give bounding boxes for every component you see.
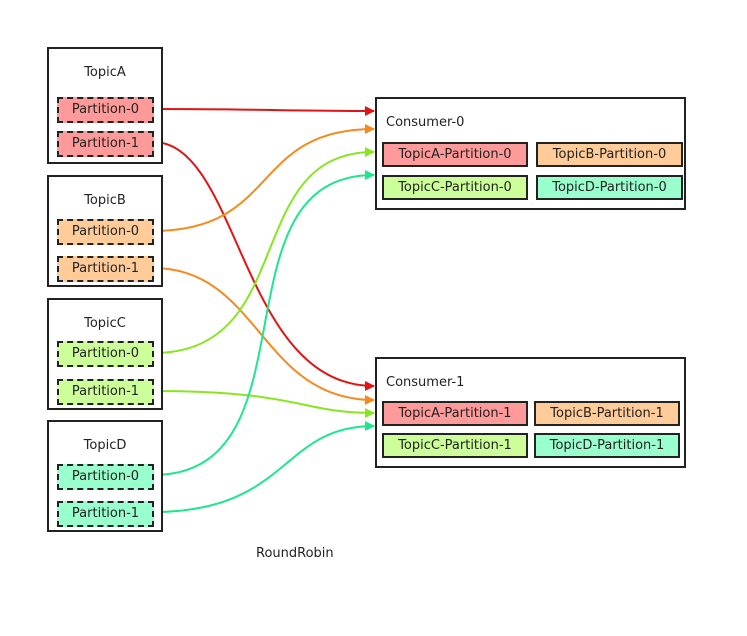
partition-box: Partition-1	[57, 256, 154, 282]
topic-box-d: TopicD Partition-0 Partition-1	[47, 420, 163, 532]
topic-box-c: TopicC Partition-0 Partition-1	[47, 298, 163, 410]
assignment-box: TopicC-Partition-0	[382, 175, 528, 200]
assignment-box: TopicB-Partition-0	[536, 142, 683, 167]
diagram-caption: RoundRobin	[256, 546, 334, 561]
topic-title: TopicC	[84, 316, 126, 331]
edge-topicd-p1-consumer-1	[152, 421, 375, 513]
assignment-box: TopicA-Partition-1	[382, 401, 528, 426]
topic-title: TopicB	[84, 193, 126, 208]
edge-topicd-p0-consumer-0	[152, 170, 375, 476]
topic-box-a: TopicA Partition-0 Partition-1	[47, 47, 163, 164]
topic-title: TopicA	[84, 65, 126, 80]
topic-box-b: TopicB Partition-0 Partition-1	[47, 175, 163, 287]
assignment-box: TopicA-Partition-0	[382, 142, 528, 167]
consumer-title: Consumer-1	[386, 375, 465, 390]
partition-box: Partition-0	[57, 219, 154, 245]
assignment-box: TopicB-Partition-1	[534, 401, 680, 426]
partition-box: Partition-1	[57, 379, 154, 405]
assignment-box: TopicD-Partition-1	[534, 433, 680, 458]
edge-topica-p0-consumer-0	[152, 105, 375, 116]
edge-topicc-p1-consumer-1	[152, 390, 375, 418]
edge-topicc-p0-consumer-0	[152, 147, 375, 354]
partition-box: Partition-1	[57, 131, 154, 157]
partition-box: Partition-1	[57, 501, 154, 527]
assignment-box: TopicC-Partition-1	[382, 433, 528, 458]
topic-title: TopicD	[83, 438, 127, 453]
partition-box: Partition-0	[57, 341, 154, 367]
partition-box: Partition-0	[57, 464, 154, 490]
consumer-box-1: Consumer-1 TopicA-Partition-1 TopicB-Par…	[375, 357, 686, 468]
edge-topicb-p0-consumer-0	[152, 124, 375, 232]
assignment-box: TopicD-Partition-0	[536, 175, 683, 200]
edge-topica-p1-consumer-1	[152, 141, 375, 391]
edge-topicb-p1-consumer-1	[152, 267, 375, 405]
partition-box: Partition-0	[57, 97, 154, 123]
consumer-box-0: Consumer-0 TopicA-Partition-0 TopicB-Par…	[375, 97, 686, 210]
consumer-title: Consumer-0	[386, 115, 465, 130]
